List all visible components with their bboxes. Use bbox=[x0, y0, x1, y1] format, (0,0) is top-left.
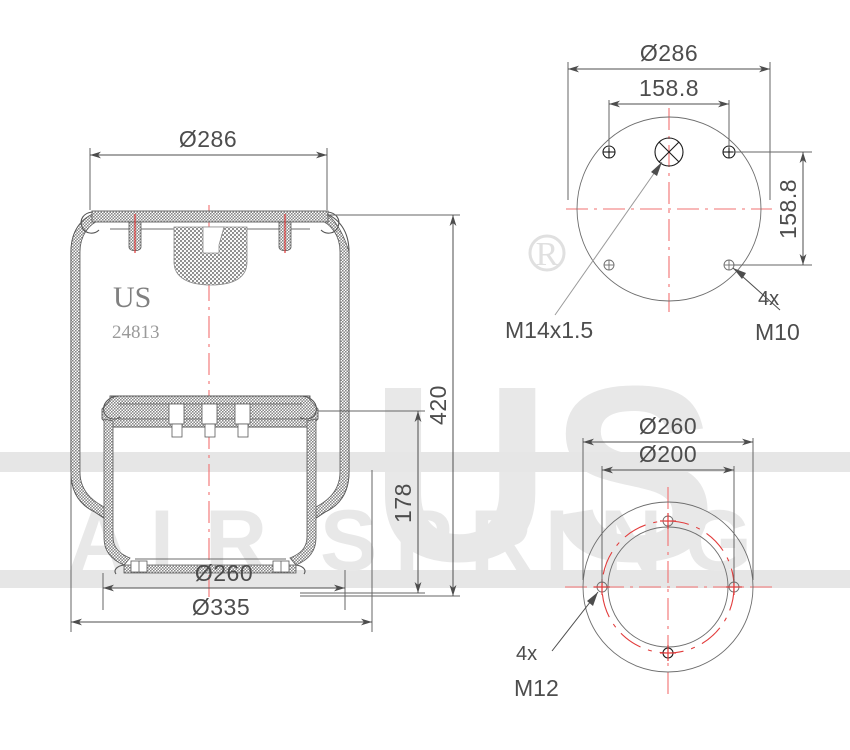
center-port-cross-2 bbox=[658, 141, 680, 163]
callout-center-port: M14x1.5 bbox=[505, 161, 663, 343]
wm-letter-n: N bbox=[600, 493, 662, 589]
top-plate-view: Ø286 158.8 158.8 M14x1.5 4x M10 bbox=[505, 40, 812, 345]
piston-stud-left bbox=[168, 403, 185, 438]
piston-stud-right bbox=[234, 403, 251, 438]
wm-letter-r2: R bbox=[470, 493, 532, 589]
dim-piston-diameter-260: Ø260 bbox=[102, 560, 346, 610]
bolt-hole-lower-left bbox=[603, 259, 615, 271]
dim-label-max-diameter: Ø335 bbox=[192, 594, 250, 620]
callout-label-m12: M12 bbox=[514, 675, 559, 701]
piston-wall-left bbox=[103, 418, 131, 566]
wm-letter-p: P bbox=[395, 493, 452, 589]
dim-label-piston-diameter: Ø260 bbox=[195, 560, 253, 586]
piston-base-view: Ø260 Ø200 4x M12 bbox=[514, 413, 773, 701]
callout-base-studs: 4x M12 bbox=[514, 591, 599, 701]
piston-wall-right bbox=[289, 418, 317, 566]
piston-flange-curl-left bbox=[103, 395, 121, 420]
internal-bumper bbox=[173, 226, 248, 286]
dim-piston-height-178: 178 bbox=[300, 410, 425, 594]
callout-top-studs: 4x M10 bbox=[732, 267, 800, 345]
registered-letter: R bbox=[536, 236, 559, 273]
top-bead-plate bbox=[91, 210, 329, 223]
wm-letter-g: G bbox=[685, 493, 752, 589]
watermark-band-upper bbox=[0, 452, 850, 472]
piston-stud-group bbox=[168, 403, 251, 438]
base-curl-left bbox=[114, 564, 125, 575]
top-plate-circle bbox=[576, 116, 762, 302]
watermark-band-lower bbox=[0, 570, 850, 588]
callout-label-m14: M14x1.5 bbox=[505, 317, 593, 343]
wm-letter-i: I bbox=[150, 493, 174, 589]
piston-flange-curl-right bbox=[299, 395, 317, 420]
dim-label-top-diameter: Ø286 bbox=[179, 126, 237, 152]
callout-qty-4x-m12: 4x bbox=[516, 643, 537, 665]
dim-label-overall-height: 420 bbox=[425, 385, 451, 425]
callout-qty-4x-m10: 4x bbox=[758, 288, 779, 310]
dim-base-bolt-circle-200: Ø200 bbox=[601, 441, 735, 583]
brand-part-number: 24813 bbox=[112, 322, 160, 343]
wm-letter-i2: I bbox=[545, 493, 569, 589]
dim-label-plate-diameter: Ø286 bbox=[640, 40, 698, 66]
dim-overall-height-420: 420 bbox=[300, 214, 460, 597]
dim-plate-diameter-286: Ø286 bbox=[567, 40, 771, 200]
piston-stud-center bbox=[201, 403, 218, 438]
dim-top-diameter-286: Ø286 bbox=[89, 126, 328, 210]
dim-label-piston-height: 178 bbox=[390, 483, 416, 523]
base-curl-right bbox=[295, 564, 306, 575]
bumper-notch bbox=[202, 226, 225, 254]
base-hole-top bbox=[660, 513, 676, 529]
bolt-hole-lower-right bbox=[723, 259, 735, 271]
dim-label-bolt-spacing-h: 158.8 bbox=[639, 75, 699, 101]
brand-label-us: US bbox=[113, 281, 151, 314]
piston-base-plate bbox=[123, 564, 297, 574]
top-bead-curl-right bbox=[320, 211, 340, 234]
base-hole-bottom bbox=[660, 645, 676, 661]
dim-label-bolt-spacing-v: 158.8 bbox=[775, 179, 801, 239]
dim-bolt-spacing-v-158-8: 158.8 bbox=[733, 151, 812, 266]
center-port-circle bbox=[654, 137, 684, 167]
top-bead-curl-left bbox=[80, 211, 100, 234]
dim-label-base-bolt-circle: Ø200 bbox=[639, 441, 697, 467]
dim-label-base-diameter: Ø260 bbox=[639, 413, 697, 439]
front-section-view: US 24813 bbox=[70, 126, 460, 632]
dim-base-diameter-260: Ø260 bbox=[582, 413, 754, 580]
dim-bolt-spacing-h-158-8: 158.8 bbox=[608, 75, 730, 148]
dim-max-diameter-335: Ø335 bbox=[70, 470, 373, 632]
callout-label-m10: M10 bbox=[755, 319, 800, 345]
watermark-logo-us: US bbox=[370, 334, 717, 613]
registered-mark: R bbox=[528, 234, 566, 273]
base-outer-circle bbox=[582, 501, 754, 673]
